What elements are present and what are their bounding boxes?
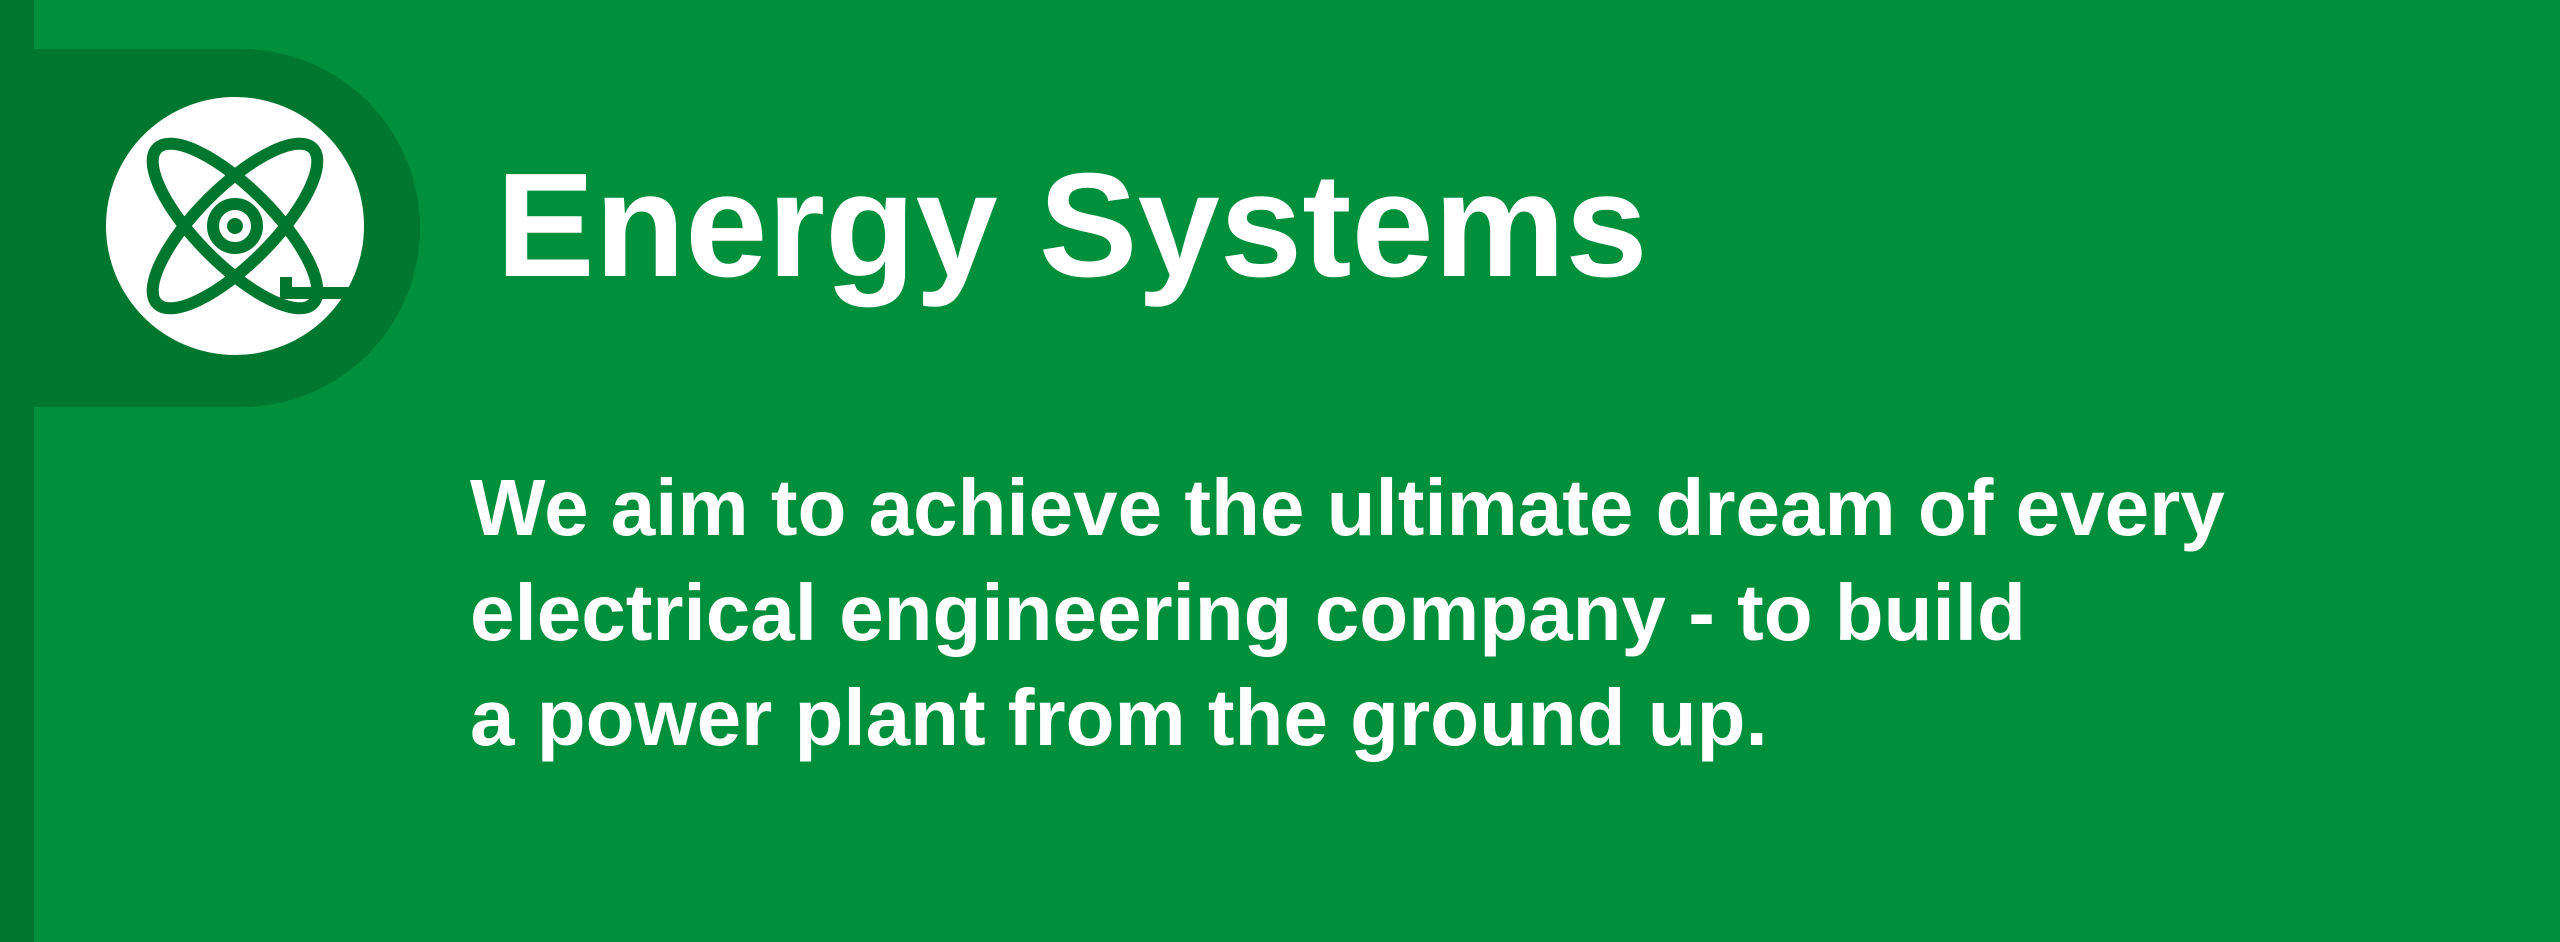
description-text: We aim to achieve the ultimate dream of … xyxy=(470,455,2530,770)
description-line: We aim to achieve the ultimate dream of … xyxy=(470,463,2225,552)
description-line: electrical engineering company - to buil… xyxy=(470,568,2026,657)
page-title: Energy Systems xyxy=(496,143,1648,308)
description-line: a power plant from the ground up. xyxy=(470,673,1768,762)
atom-icon xyxy=(146,137,356,315)
